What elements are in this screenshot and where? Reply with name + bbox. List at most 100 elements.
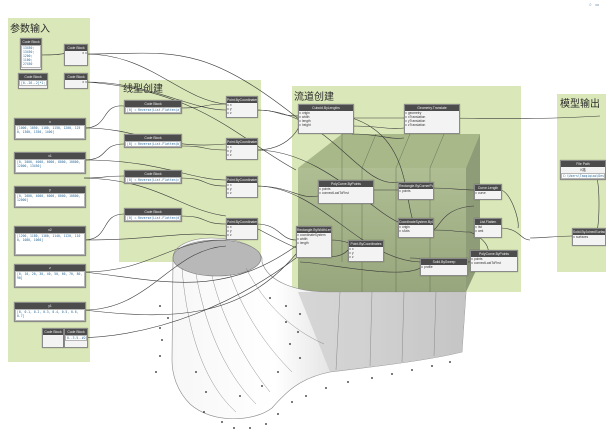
code-field[interactable]: 0..3.5..#24; xyxy=(65,335,87,341)
geometry-translate-node[interactable]: Geometry.Translate geometry xTranslation… xyxy=(404,104,460,134)
cuboid-by-lengths-node[interactable]: Cuboid.ByLengths origin width length hei… xyxy=(298,104,354,134)
code-field[interactable]: [0] = Reverse(List.Flatten(d)); xyxy=(125,215,181,221)
code-field[interactable]: [0, 2000, 4000, 6000, 8000, 10000, 12000… xyxy=(15,159,85,173)
input-port-z[interactable]: z xyxy=(227,191,257,195)
number-list-node-y[interactable]: y [0, 2000, 4000, 6000, 8000, 10000, 120… xyxy=(14,186,86,208)
input-port-y[interactable]: y xyxy=(227,149,257,153)
node-title: Geometry.Translate xyxy=(405,105,459,111)
input-port-points[interactable]: points xyxy=(319,187,373,191)
input-port-connect[interactable]: connectLastToFirst xyxy=(471,261,517,265)
code-field[interactable]: [1200, 1180, 1160, 1140, 1120, 1100, 108… xyxy=(15,233,85,255)
code-block-node[interactable]: Code Block 0..3.5..#24; xyxy=(64,328,88,348)
code-field[interactable]: [0, 2000, 4000, 6000, 8000, 10000, 12000… xyxy=(15,193,85,207)
input-port-amt[interactable]: amt xyxy=(475,229,501,233)
fit-icon[interactable]: ▭ xyxy=(595,2,600,8)
input-port-coordinate-system[interactable]: coordinateSystem xyxy=(297,233,331,237)
file-path-node[interactable]: File Path K路 C:\Users\Taoqiqiao\Desktop\… xyxy=(560,160,606,180)
input-port-y[interactable]: y xyxy=(227,107,257,111)
curve-length-node[interactable]: Curve.Length curve xyxy=(474,184,502,200)
rectangle-by-corner-points-node[interactable]: Rectangle.ByCornerPoints points xyxy=(398,182,434,200)
input-port-profile[interactable]: profile xyxy=(421,265,467,269)
input-port-length[interactable]: length xyxy=(297,241,331,245)
solid-joined-surfaces-node[interactable]: Solid.ByJoinedSurfaces surfaces xyxy=(572,228,606,246)
input-port-ztranslation[interactable]: zTranslation xyxy=(405,123,459,127)
input-port-geometry[interactable]: geometry xyxy=(405,111,459,115)
code-block-node[interactable]: Code Block xyxy=(42,328,64,348)
code-block-node[interactable]: Code Block 13450; 13450; 1200; 1100; 274… xyxy=(20,38,42,70)
code-block-node[interactable]: Code Block x xyxy=(64,44,88,66)
code-field[interactable]: [0] = Reverse(List.Flatten(a)); xyxy=(125,107,181,113)
input-port-length[interactable]: length xyxy=(299,119,353,123)
input-port-points[interactable]: points xyxy=(399,189,433,193)
input-port-ytranslation[interactable]: yTranslation xyxy=(405,119,459,123)
code-field[interactable]: [0, 0.1, 0.2, 0.3, 0.4, 0.5, 0.6, 0.7] xyxy=(15,309,85,321)
output-port[interactable]: x xyxy=(65,80,87,84)
file-path-button[interactable]: K路 xyxy=(580,168,586,172)
input-port-z[interactable]: z xyxy=(227,233,257,237)
code-line: 13450; xyxy=(23,46,35,50)
view-controls[interactable]: ⌕ ▭ xyxy=(589,2,600,8)
input-port-width[interactable]: width xyxy=(297,237,331,241)
number-list-node-z[interactable]: z [0, 10, 20, 30, 40, 50, 60, 70, 80, 90… xyxy=(14,264,86,288)
node-title: PolyCurve.ByPoints xyxy=(471,251,517,257)
input-port-xaxis[interactable]: xAxis xyxy=(399,229,433,233)
input-port-x[interactable]: x xyxy=(227,103,257,107)
input-port-curve[interactable]: curve xyxy=(475,191,501,195)
code-field[interactable]: 13450; 13450; 1200; 1100; 27450 xyxy=(21,45,41,68)
input-port-xtranslation[interactable]: xTranslation xyxy=(405,115,459,119)
point-by-coordinates-node[interactable]: Point.ByCoordinates x y z xyxy=(226,218,258,240)
input-port-points[interactable]: points xyxy=(471,257,517,261)
code-block-flatten-node[interactable]: Code Block [0] = Reverse(List.Flatten(a)… xyxy=(124,100,182,114)
input-port-width[interactable]: width xyxy=(299,115,353,119)
input-port-z[interactable]: z xyxy=(227,111,257,115)
point-by-coordinates-node[interactable]: Point.ByCoordinates x y z xyxy=(226,96,258,118)
input-port-surfaces[interactable]: surfaces xyxy=(573,235,605,239)
input-port-x[interactable]: x xyxy=(227,145,257,149)
input-port-z[interactable]: z xyxy=(349,255,383,259)
input-port-y[interactable]: y xyxy=(227,187,257,191)
point-by-coordinates-node[interactable]: Point.ByCoordinates x y z xyxy=(348,240,384,262)
number-list-node-x1[interactable]: x1 [0, 2000, 4000, 6000, 8000, 10000, 12… xyxy=(14,152,86,174)
input-port-x[interactable]: x xyxy=(349,247,383,251)
input-port-y[interactable]: y xyxy=(227,229,257,233)
code-block-flatten-node[interactable]: Code Block [0] = Reverse(List.Flatten(d)… xyxy=(124,208,182,222)
node-title: Point.ByCoordinates xyxy=(227,97,257,103)
node-title: Code Block xyxy=(43,329,63,335)
input-port-origin[interactable]: origin xyxy=(399,225,433,229)
code-block-node[interactable]: Code Block x xyxy=(64,73,88,89)
rectangle-by-width-length-node[interactable]: Rectangle.ByWidthLength coordinateSystem… xyxy=(296,226,332,258)
input-port-origin[interactable]: origin xyxy=(299,111,353,115)
file-path-field[interactable]: C:\Users\Taoqiqiao\Desktop\1.SAT xyxy=(561,173,605,179)
code-field[interactable]: [0] = Reverse(List.Flatten(c)); xyxy=(125,177,181,183)
code-field[interactable]: [0, 10, 20, 30, 40, 50, 60, 70, 80, 90] xyxy=(15,271,85,287)
output-port[interactable]: x xyxy=(65,51,87,55)
node-title: Rectangle.ByCornerPoints xyxy=(399,183,433,189)
number-list-node-x2[interactable]: x2 [1200, 1180, 1160, 1140, 1120, 1100, … xyxy=(14,226,86,256)
node-title: Point.ByCoordinates xyxy=(227,139,257,145)
input-port-x[interactable]: x xyxy=(227,225,257,229)
point-by-coordinates-node[interactable]: Point.ByCoordinates x y z xyxy=(226,138,258,160)
code-field[interactable]: [0] = Reverse(List.Flatten(b)); xyxy=(125,141,181,147)
solid-by-sweep-node[interactable]: Solid.BySweep profile xyxy=(420,258,468,276)
polycurve-by-points-node[interactable]: PolyCurve.ByPoints points connectLastToF… xyxy=(318,180,374,204)
node-title: List.Flatten xyxy=(475,219,501,225)
input-port-height[interactable]: height xyxy=(299,123,353,127)
code-block-flatten-node[interactable]: Code Block [0] = Reverse(List.Flatten(b)… xyxy=(124,134,182,148)
zoom-icon[interactable]: ⌕ xyxy=(588,2,593,8)
input-port-list[interactable]: list xyxy=(475,225,501,229)
code-block-node[interactable]: Code Block [0..26..2]*1; xyxy=(18,73,48,89)
number-list-node-x[interactable]: x [1000, 1050, 1100, 1150, 1200, 1250, 1… xyxy=(14,118,86,140)
code-field[interactable]: [1000, 1050, 1100, 1150, 1200, 1250, 130… xyxy=(15,125,85,139)
point-by-coordinates-node[interactable]: Point.ByCoordinates x y z xyxy=(226,176,258,198)
coordinate-system-node[interactable]: CoordinateSystem.ByOriginVectors origin … xyxy=(398,218,434,238)
code-field[interactable]: [0..26..2]*1; xyxy=(19,80,47,86)
input-port-connect[interactable]: connectLastToFirst xyxy=(319,191,373,195)
code-block-flatten-node[interactable]: Code Block [0] = Reverse(List.Flatten(c)… xyxy=(124,170,182,184)
input-port-z[interactable]: z xyxy=(227,153,257,157)
number-list-node-y1[interactable]: y1 [0, 0.1, 0.2, 0.3, 0.4, 0.5, 0.6, 0.7… xyxy=(14,302,86,322)
list-flatten-node[interactable]: List.Flatten list amt xyxy=(474,218,502,238)
input-port-y[interactable]: y xyxy=(349,251,383,255)
input-port-x[interactable]: x xyxy=(227,183,257,187)
polycurve-by-points-node[interactable]: PolyCurve.ByPoints points connectLastToF… xyxy=(470,250,518,272)
